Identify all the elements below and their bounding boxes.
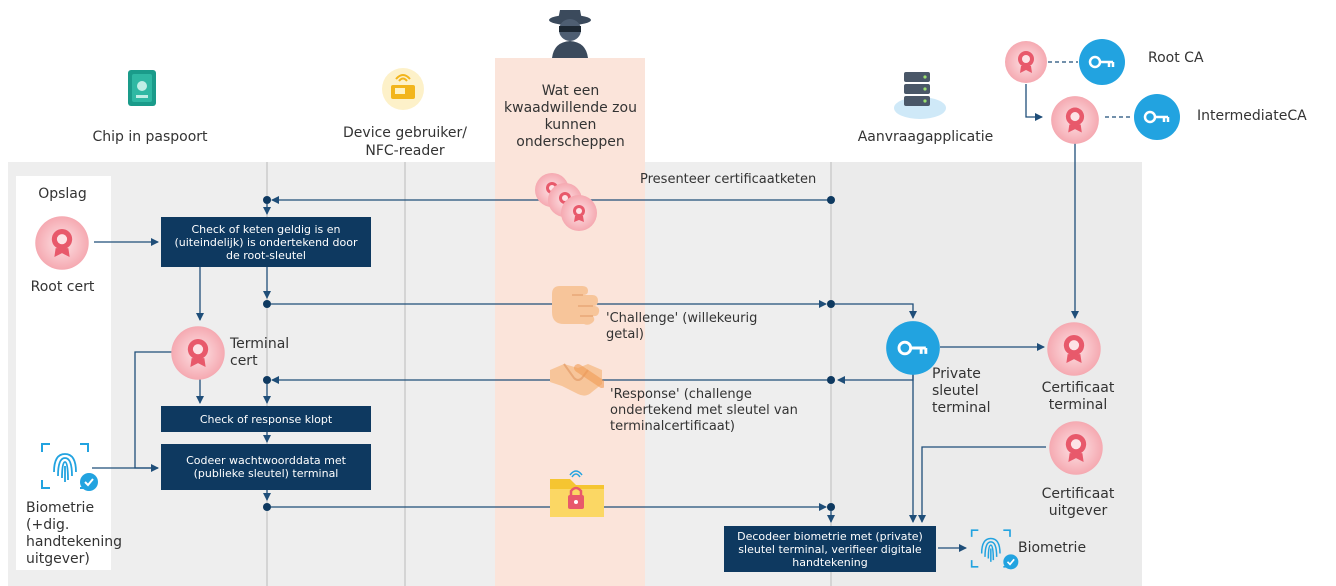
fingerprint-icon	[40, 442, 100, 500]
box-check-response: Check of response klopt	[161, 406, 371, 432]
storage-title: Opslag	[38, 186, 87, 202]
lane-title-app: Aanvraagapplicatie	[857, 129, 994, 145]
dot	[263, 196, 271, 204]
lane-title-device: Device gebruiker/ NFC-reader	[343, 125, 467, 159]
label-biometrics-out: Biometrie	[1018, 540, 1087, 556]
certificate-chain-icon	[532, 170, 604, 240]
certificate-icon	[170, 325, 226, 385]
hacker-icon	[546, 8, 594, 62]
key-icon	[1078, 38, 1126, 90]
app-lane-background	[832, 162, 1142, 586]
label-terminal-cert: Terminal cert	[230, 336, 290, 369]
box-encode-password: Codeer wachtwoorddata met (publieke sleu…	[161, 444, 371, 490]
nfc-reader-icon	[381, 67, 425, 115]
lane-title-attacker: Wat een kwaadwillende zou kunnen ondersc…	[504, 83, 637, 150]
fingerprint-icon	[970, 528, 1020, 578]
key-icon	[885, 320, 941, 380]
label-response: 'Response' (challenge ondertekend met sl…	[610, 387, 798, 434]
certificate-icon	[1050, 95, 1100, 149]
label-private-key: Private sleutel terminal	[932, 366, 991, 416]
key-icon	[1133, 93, 1181, 145]
lane-title-chip: Chip in paspoort	[92, 129, 208, 145]
box-decode-biometrics: Decodeer biometrie met (private) sleutel…	[724, 526, 936, 572]
certificate-icon	[1046, 321, 1102, 381]
label-intermediate-ca: IntermediateCA	[1197, 108, 1307, 124]
label-cert-terminal: Certificaat terminal	[1041, 380, 1115, 413]
label-challenge: 'Challenge' (willekeurig getal)	[606, 311, 758, 342]
label-root-ca: Root CA	[1148, 50, 1204, 66]
server-cloud-icon	[890, 68, 948, 124]
dot	[827, 196, 835, 204]
certificate-icon	[1048, 420, 1104, 480]
label-present-chain: Presenteer certificaatketen	[640, 172, 817, 187]
label-cert-issuer: Certificaat uitgever	[1041, 486, 1115, 519]
hand-icon	[548, 280, 602, 334]
certificate-icon	[34, 215, 90, 275]
passport-icon	[126, 68, 160, 112]
certificate-icon	[1004, 40, 1048, 88]
handshake-icon	[548, 356, 606, 406]
label-biometrics-storage: Biometrie (+dig. handtekening uitgever)	[26, 500, 123, 567]
box-check-chain: Check of keten geldig is en (uiteindelij…	[161, 217, 371, 267]
label-root-cert: Root cert	[30, 279, 95, 295]
locked-folder-icon	[546, 465, 608, 525]
